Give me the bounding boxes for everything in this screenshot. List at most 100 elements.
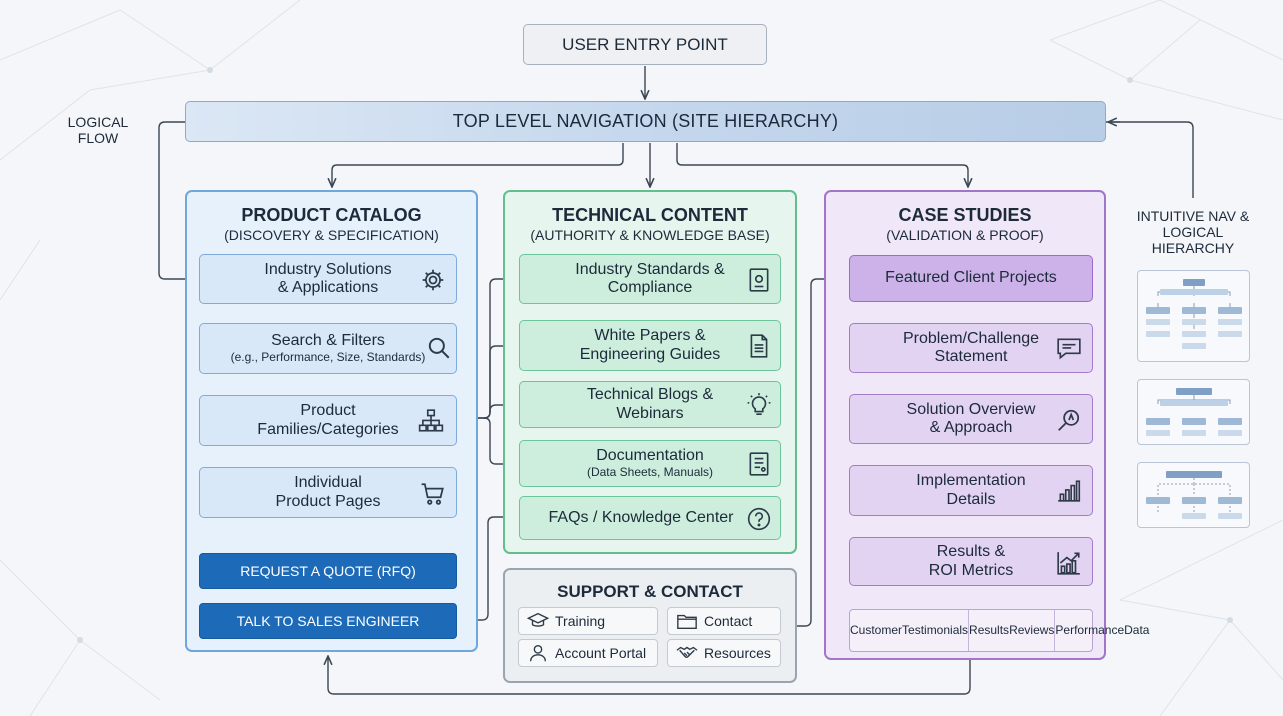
performance-data-line-1: Performance <box>1055 622 1125 637</box>
solution-overview-line-1: Solution Overview <box>906 400 1036 418</box>
results-reviews-line-1: Results <box>969 622 1010 637</box>
metrics-row: CustomerTestimonials ResultsReviews Perf… <box>849 609 1149 652</box>
white-papers-line-1: White Papers & <box>594 327 706 345</box>
resources-item[interactable]: Resources <box>667 639 781 667</box>
industry-standards-line-1: Industry Standards & <box>575 260 725 278</box>
individual-product-pages-line-2: Product Pages <box>275 492 381 510</box>
white-papers-line-2: Engineering Guides <box>579 345 721 363</box>
individual-product-pages-line-1: Individual <box>294 474 362 492</box>
gear-icon <box>422 269 444 291</box>
document-icon <box>750 334 768 358</box>
product-catalog-title: PRODUCT CATALOG <box>241 205 422 225</box>
results-roi-line-1: Results & <box>936 543 1006 561</box>
customer-testimonials-metric[interactable]: CustomerTestimonials <box>850 610 968 651</box>
top-level-navigation-label: TOP LEVEL NAVIGATION (SITE HIERARCHY) <box>452 111 839 132</box>
industry-solutions-line-2: & Applications <box>277 279 379 296</box>
implementation-details-line-1: Implementation <box>916 472 1026 490</box>
problem-statement-line-2: Statement <box>934 348 1008 365</box>
talk-to-sales-button[interactable]: TALK TO SALES ENGINEER <box>199 603 457 639</box>
case-studies-subtitle: (VALIDATION & PROOF) <box>886 227 1044 243</box>
intuitive-nav-label: INTUITIVE NAV & LOGICAL HIERARCHY <box>1128 208 1258 256</box>
bar-chart-icon <box>1058 480 1081 502</box>
hierarchy-thumbnail-3 <box>1137 462 1250 528</box>
training-item[interactable]: Training <box>518 607 658 635</box>
solution-overview-line-2: & Approach <box>929 419 1013 436</box>
contact-label: Contact <box>704 613 753 629</box>
product-families-line-1: Product <box>300 402 356 420</box>
intuitive-nav-label-line-2: LOGICAL <box>1162 224 1224 241</box>
logical-flow-label: LOGICAL FLOW <box>62 114 134 146</box>
sitemap-icon <box>1146 471 1242 519</box>
lightbulb-icon <box>747 393 771 416</box>
handshake-icon <box>676 646 698 659</box>
intuitive-nav-label-line-3: HIERARCHY <box>1151 240 1235 257</box>
resources-label: Resources <box>704 645 771 661</box>
technical-content-title: TECHNICAL CONTENT <box>552 205 748 225</box>
intuitive-nav-label-line-1: INTUITIVE NAV & <box>1136 208 1250 224</box>
folder-icon <box>677 614 697 630</box>
hierarchy-thumbnail-2 <box>1137 379 1250 445</box>
graduation-cap-icon <box>527 612 549 627</box>
technical-content-column: TECHNICAL CONTENT (AUTHORITY & KNOWLEDGE… <box>503 190 797 554</box>
sitemap-icon <box>1146 279 1242 349</box>
industry-standards-line-2: Compliance <box>607 279 693 296</box>
documentation-item[interactable]: Documentation(Data Sheets, Manuals) <box>519 440 781 487</box>
results-reviews-line-2: Reviews <box>1009 622 1055 637</box>
account-portal-label: Account Portal <box>555 645 647 661</box>
request-quote-button[interactable]: REQUEST A QUOTE (RFQ) <box>199 553 457 589</box>
documentation-note: (Data Sheets, Manuals) <box>586 465 714 480</box>
logical-flow-label-line-1: LOGICAL <box>67 114 129 130</box>
search-icon <box>428 337 450 359</box>
user-icon <box>529 644 547 662</box>
hierarchy-thumbnail-1 <box>1137 270 1250 362</box>
solution-overview-item[interactable]: Solution Overview& Approach <box>849 394 1093 444</box>
chat-icon <box>1057 338 1081 360</box>
product-families-line-2: Families/Categories <box>257 420 399 438</box>
results-roi-item[interactable]: Results &ROI Metrics <box>849 537 1093 586</box>
performance-data-metric[interactable]: PerformanceData <box>1054 610 1149 651</box>
growth-chart-icon <box>1057 552 1080 575</box>
technical-blogs-line-2: Webinars <box>616 404 684 422</box>
industry-standards-item[interactable]: Industry Standards &Compliance <box>519 254 781 304</box>
account-portal-item[interactable]: Account Portal <box>518 639 658 667</box>
featured-client-projects-item[interactable]: Featured Client Projects <box>849 255 1093 302</box>
performance-data-line-2: Data <box>1124 622 1150 637</box>
question-icon <box>747 507 771 531</box>
white-papers-item[interactable]: White Papers &Engineering Guides <box>519 320 781 371</box>
sitemap-icon <box>1146 388 1242 436</box>
featured-client-projects-label: Featured Client Projects <box>885 269 1057 287</box>
hierarchy-icon <box>418 409 444 432</box>
user-entry-point-box: USER ENTRY POINT <box>523 24 767 65</box>
customer-testimonials-line-2: Testimonials <box>902 622 969 637</box>
search-filters-line-1: Search & Filters <box>271 331 385 349</box>
training-label: Training <box>555 613 606 629</box>
case-studies-title: CASE STUDIES <box>898 205 1032 225</box>
cart-icon <box>421 483 444 505</box>
search-filters-item[interactable]: Search & Filters(e.g., Performance, Size… <box>199 323 457 374</box>
talk-to-sales-label: TALK TO SALES ENGINEER <box>236 612 420 629</box>
technical-blogs-item[interactable]: Technical Blogs &Webinars <box>519 381 781 428</box>
industry-solutions-item[interactable]: Industry Solutions& Applications <box>199 254 457 304</box>
documentation-line-1: Documentation <box>596 446 704 464</box>
industry-solutions-line-1: Industry Solutions <box>264 260 392 278</box>
results-roi-line-2: ROI Metrics <box>928 561 1014 579</box>
problem-statement-line-1: Problem/Challenge <box>902 329 1040 347</box>
faqs-label: FAQs / Knowledge Center <box>548 508 734 526</box>
request-quote-label: REQUEST A QUOTE (RFQ) <box>240 562 416 579</box>
datasheet-icon <box>749 452 769 476</box>
contact-item[interactable]: Contact <box>667 607 781 635</box>
customer-testimonials-line-1: Customer <box>850 622 903 637</box>
user-entry-point-label: USER ENTRY POINT <box>562 34 728 54</box>
implementation-details-line-2: Details <box>946 490 996 508</box>
technical-content-subtitle: (AUTHORITY & KNOWLEDGE BASE) <box>530 227 770 243</box>
search-filters-note: (e.g., Performance, Size, Standards) <box>230 350 426 365</box>
results-reviews-metric[interactable]: ResultsReviews <box>968 610 1054 651</box>
faqs-item[interactable]: FAQs / Knowledge Center <box>519 496 781 540</box>
support-contact-title: SUPPORT & CONTACT <box>557 582 743 601</box>
logical-flow-label-line-2: FLOW <box>77 130 119 147</box>
